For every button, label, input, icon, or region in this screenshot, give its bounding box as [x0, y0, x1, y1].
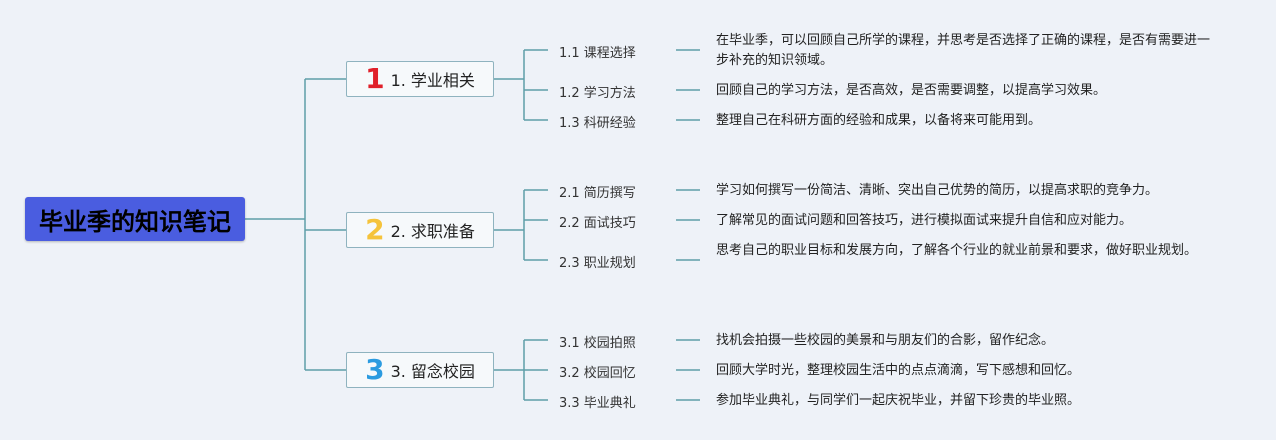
number-1-icon: 1: [365, 62, 385, 95]
subtopic-1-2[interactable]: 1.2 学习方法: [559, 86, 636, 101]
root-topic-label: 毕业季的知识笔记: [39, 207, 231, 236]
note-3-2: 回顾大学时光，整理校园生活中的点点滴滴，写下感想和回忆。: [716, 363, 1081, 378]
subtopic-3-3[interactable]: 3.3 毕业典礼: [559, 396, 636, 411]
branch-topic-label: 2. 求职准备: [390, 222, 475, 241]
branch-topic-1[interactable]: 1 1. 学业相关: [346, 61, 494, 97]
subtopic-3-1[interactable]: 3.1 校园拍照: [559, 336, 636, 351]
note-2-2: 了解常见的面试问题和回答技巧，进行模拟面试来提升自信和应对能力。: [716, 213, 1133, 228]
subtopic-2-1[interactable]: 2.1 简历撰写: [559, 186, 636, 201]
note-1-3: 整理自己在科研方面的经验和成果，以备将来可能用到。: [716, 113, 1042, 128]
note-2-1: 学习如何撰写一份简洁、清晰、突出自己优势的简历，以提高求职的竞争力。: [716, 183, 1159, 198]
note-3-3: 参加毕业典礼，与同学们一起庆祝毕业，并留下珍贵的毕业照。: [716, 393, 1081, 408]
note-1-1: 在毕业季，可以回顾自己所学的课程，并思考是否选择了正确的课程，是否有需要进一步补…: [716, 33, 1211, 68]
branch-topic-3[interactable]: 3 3. 留念校园: [346, 352, 494, 388]
subtopic-2-2[interactable]: 2.2 面试技巧: [559, 216, 636, 231]
note-2-3: 思考自己的职业目标和发展方向，了解各个行业的就业前景和要求，做好职业规划。: [716, 243, 1198, 258]
root-topic[interactable]: 毕业季的知识笔记: [25, 197, 245, 241]
subtopic-1-3[interactable]: 1.3 科研经验: [559, 116, 636, 131]
note-1-2: 回顾自己的学习方法，是否高效，是否需要调整，以提高学习效果。: [716, 83, 1107, 98]
subtopic-3-2[interactable]: 3.2 校园回忆: [559, 366, 636, 381]
number-2-icon: 2: [365, 213, 385, 246]
subtopic-1-1[interactable]: 1.1 课程选择: [559, 46, 636, 61]
number-3-icon: 3: [365, 353, 385, 386]
branch-topic-label: 1. 学业相关: [390, 71, 475, 90]
branch-topic-label: 3. 留念校园: [390, 362, 475, 381]
note-3-1: 找机会拍摄一些校园的美景和与朋友们的合影，留作纪念。: [716, 333, 1055, 348]
branch-topic-2[interactable]: 2 2. 求职准备: [346, 212, 494, 248]
subtopic-2-3[interactable]: 2.3 职业规划: [559, 256, 636, 271]
